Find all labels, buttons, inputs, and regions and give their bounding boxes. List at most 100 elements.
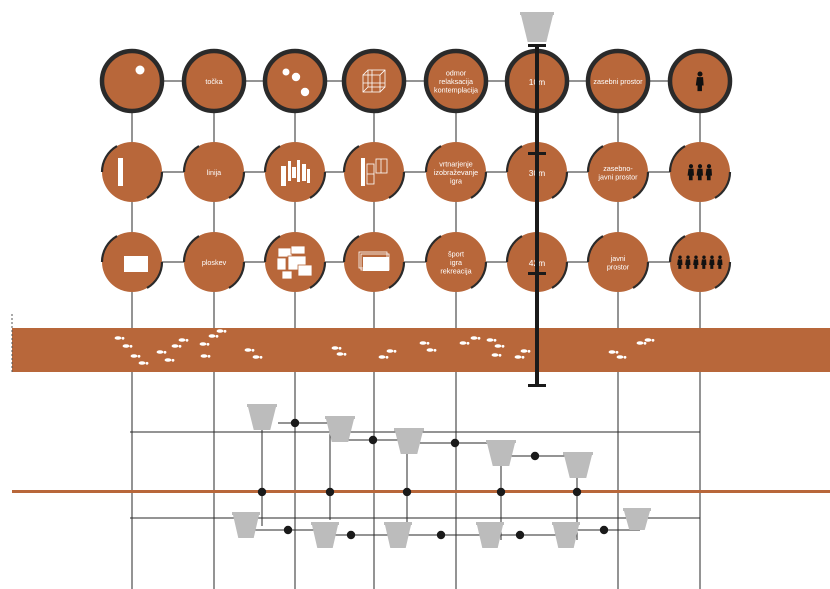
grid-lines-icon — [361, 158, 388, 186]
footpath-band — [12, 328, 830, 372]
node-layered-planes-r3c4 — [342, 232, 406, 292]
node-label: rekreacija — [440, 267, 471, 276]
node-plane-r3c1 — [100, 232, 164, 292]
node-label: javni prostor — [597, 172, 638, 181]
planter-icon — [232, 512, 260, 538]
node-circle — [423, 48, 489, 114]
footprint-icon — [514, 355, 525, 359]
node-text-r1c7: zasebni prostor — [585, 48, 651, 114]
footprint-icon — [252, 355, 263, 359]
footprint-icon — [138, 361, 149, 365]
lower-orange-line — [12, 490, 830, 493]
footprint-icon — [608, 350, 619, 354]
footprint-icon — [171, 344, 182, 348]
planter-icon — [311, 522, 339, 548]
footprint-icon — [178, 338, 189, 342]
junction-dot — [257, 487, 267, 497]
node-label: ploskev — [202, 258, 227, 267]
dot-icon — [135, 65, 145, 75]
node-circle — [670, 232, 730, 292]
junction-dot — [283, 525, 293, 535]
junction-dot — [496, 487, 506, 497]
footprint-icon — [419, 341, 430, 345]
plane-icon — [124, 256, 148, 272]
planter-icon — [563, 452, 593, 478]
node-person-r2c8 — [668, 142, 732, 202]
footprint-icon — [459, 341, 470, 345]
footprints — [114, 329, 655, 365]
node-line-r2c1 — [100, 142, 164, 202]
node-text-r2c2: linija — [182, 142, 246, 202]
node-label: odmor — [446, 69, 467, 78]
planter-icon — [520, 12, 554, 42]
node-label: linija — [207, 168, 221, 177]
footprint-icon — [114, 336, 125, 340]
footprint-icon — [199, 342, 210, 346]
junction-dot — [290, 418, 300, 428]
layered-planes-icon — [358, 251, 390, 271]
node-person-r1c8 — [667, 48, 733, 114]
footprint-icon — [164, 358, 175, 362]
node-label: izobraževanje — [434, 168, 478, 177]
node-circle — [184, 232, 244, 292]
dots-icon — [282, 68, 310, 97]
node-circle — [102, 142, 162, 202]
footprint-icon — [486, 338, 497, 342]
junction-dot — [368, 435, 378, 445]
junction-dot — [450, 438, 460, 448]
planter-icon — [552, 522, 580, 548]
node-text-r1c2: točka — [181, 48, 247, 114]
junction-dot — [402, 487, 412, 497]
planter-icon — [247, 404, 277, 430]
planter-icon — [476, 522, 504, 548]
junction-dot — [530, 451, 540, 461]
node-label: vrtnarjenje — [439, 160, 473, 169]
footprint-icon — [378, 355, 389, 359]
node-circle — [426, 232, 486, 292]
footprint-icon — [200, 354, 211, 358]
node-label: igra — [450, 177, 462, 186]
footprint-icon — [470, 336, 481, 340]
person-icon — [687, 164, 712, 181]
person-icon — [695, 71, 704, 92]
node-label: zasebni prostor — [593, 77, 643, 86]
footprint-icon — [491, 353, 502, 357]
junction-dot — [325, 487, 335, 497]
node-circle — [588, 142, 648, 202]
junction-dot — [515, 530, 525, 540]
footprint-icon — [122, 344, 133, 348]
footprint-icon — [216, 329, 227, 333]
junction-dot — [572, 487, 582, 497]
node-label: igra — [450, 258, 462, 267]
footprint-icon — [244, 348, 255, 352]
distance-scale-bar — [520, 12, 554, 387]
node-label: šport — [448, 250, 464, 259]
node-circle — [181, 48, 247, 114]
node-label: točka — [205, 77, 222, 86]
planter-icon — [623, 508, 651, 530]
node-planes-r3c3 — [263, 232, 327, 292]
cube-icon — [362, 69, 386, 93]
junction-dot — [346, 530, 356, 540]
node-circle — [585, 48, 651, 114]
node-circle — [341, 48, 407, 114]
node-person-r3c8 — [668, 232, 732, 292]
node-label: relaksacija — [439, 77, 473, 86]
node-circle — [184, 142, 244, 202]
footprint-icon — [426, 348, 437, 352]
node-lines-r2c3 — [263, 142, 327, 202]
node-label: javni — [610, 254, 626, 263]
footprint-icon — [208, 334, 219, 338]
planter-icon — [486, 440, 516, 466]
footprint-icon — [156, 350, 167, 354]
node-label: kontemplacija — [434, 86, 478, 95]
footprint-icon — [331, 346, 342, 350]
lines-icon — [281, 160, 310, 186]
node-dots-r1c3 — [262, 48, 328, 114]
footprint-icon — [336, 352, 347, 356]
node-text-r3c2: ploskev — [182, 232, 246, 292]
planes-icon — [276, 245, 313, 280]
person-icon — [677, 255, 723, 269]
